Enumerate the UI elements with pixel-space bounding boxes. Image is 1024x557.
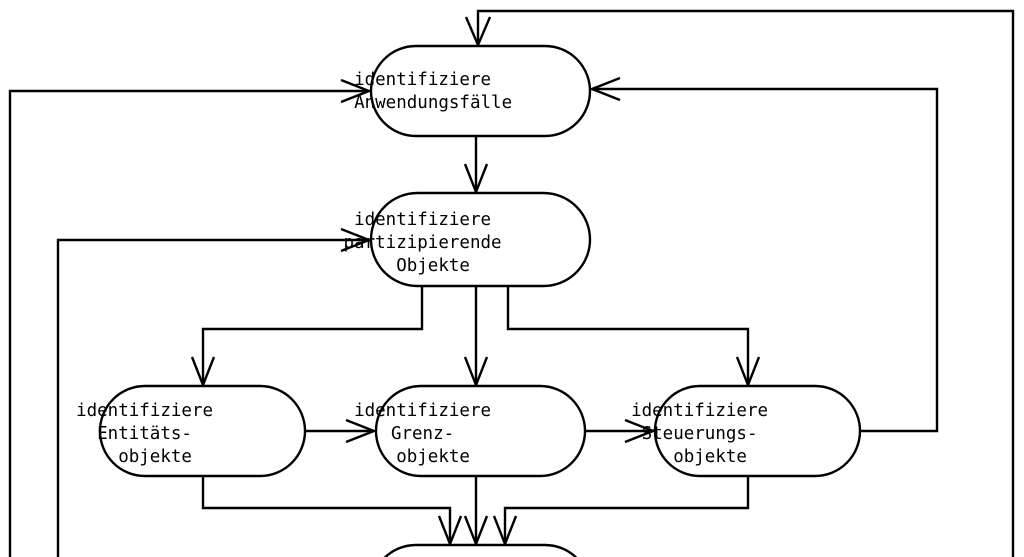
edge-anwendungsfaelle-to-partizipierende [463, 136, 489, 196]
node-identifiziere-partizipierende-objekte[interactable]: identifiziere partizipierende Objekte [344, 191, 618, 288]
edge-left-feedback-to-partizipierende [56, 227, 373, 557]
node-label-steuerungs: identifiziere Steuerungs- objekte [631, 401, 884, 467]
node-shape-anwendungsfaelle [369, 44, 592, 138]
edge-entitaets-to-bottom [201, 476, 463, 548]
node-label-grenz: identifiziere Grenz- objekte [354, 401, 607, 467]
edge-partizipierende-to-steuerungs [506, 286, 761, 389]
edge-grenz-to-steuerungs [585, 418, 657, 444]
node-label-anwendungsfaelle: identifiziere Anwendungsfälle [354, 70, 607, 113]
node-shape-bottom-clipped [383, 543, 578, 557]
node-label-line: Entitäts- [97, 424, 192, 444]
node-shape-steuerungs [653, 384, 862, 478]
node-identifiziere-steuerungsobjekte[interactable]: identifiziere Steuerungs- objekte [631, 384, 884, 478]
node-label-entitaets: identifiziere Entitäts- objekte [76, 401, 329, 467]
node-label-partizipierende: identifiziere partizipierende Objekte [344, 210, 618, 276]
edge-grenz-to-bottom [463, 476, 489, 548]
node-identifiziere-anwendungsfaelle[interactable]: identifiziere Anwendungsfälle [354, 44, 607, 138]
edge-steuerungs-to-bottom [492, 476, 750, 548]
node-label-line: Objekte [396, 256, 470, 276]
edge-partizipierende-to-grenz [463, 286, 489, 389]
node-label-line: Anwendungsfälle [354, 93, 512, 113]
node-identifiziere-grenzobjekte[interactable]: identifiziere Grenz- objekte [354, 384, 607, 478]
node-label-line: objekte [118, 447, 192, 467]
edge-left-feedback-to-anwendungsfaelle [8, 78, 373, 557]
edge-layer [8, 9, 1015, 557]
node-bottom-clipped[interactable] [371, 543, 590, 557]
node-label-line: identifiziere [354, 210, 491, 230]
node-label-line: partizipierende [344, 233, 502, 253]
node-label-line: Grenz- [391, 424, 454, 444]
node-label-line: identifiziere [76, 401, 213, 421]
edge-partizipierende-to-entitaets [190, 286, 424, 389]
node-shape-grenz [374, 384, 587, 478]
edge-entitaets-to-grenz [305, 418, 378, 444]
node-label-line: objekte [673, 447, 747, 467]
edge-steuerungs-feedback-to-anwendungsfaelle [588, 76, 939, 433]
node-shape-entitaets [98, 384, 307, 478]
node-shape-partizipierende [369, 191, 592, 288]
node-label-line: identifiziere [631, 401, 768, 421]
node-label-line: identifiziere [354, 401, 491, 421]
node-label-line: Steuerungs- [642, 424, 758, 444]
node-layer: identifiziere Anwendungsfälle identifizi… [76, 44, 884, 557]
node-identifiziere-entitaetsobjekte[interactable]: identifiziere Entitäts- objekte [76, 384, 329, 478]
node-label-line: objekte [396, 447, 470, 467]
node-label-line: identifiziere [354, 70, 491, 90]
